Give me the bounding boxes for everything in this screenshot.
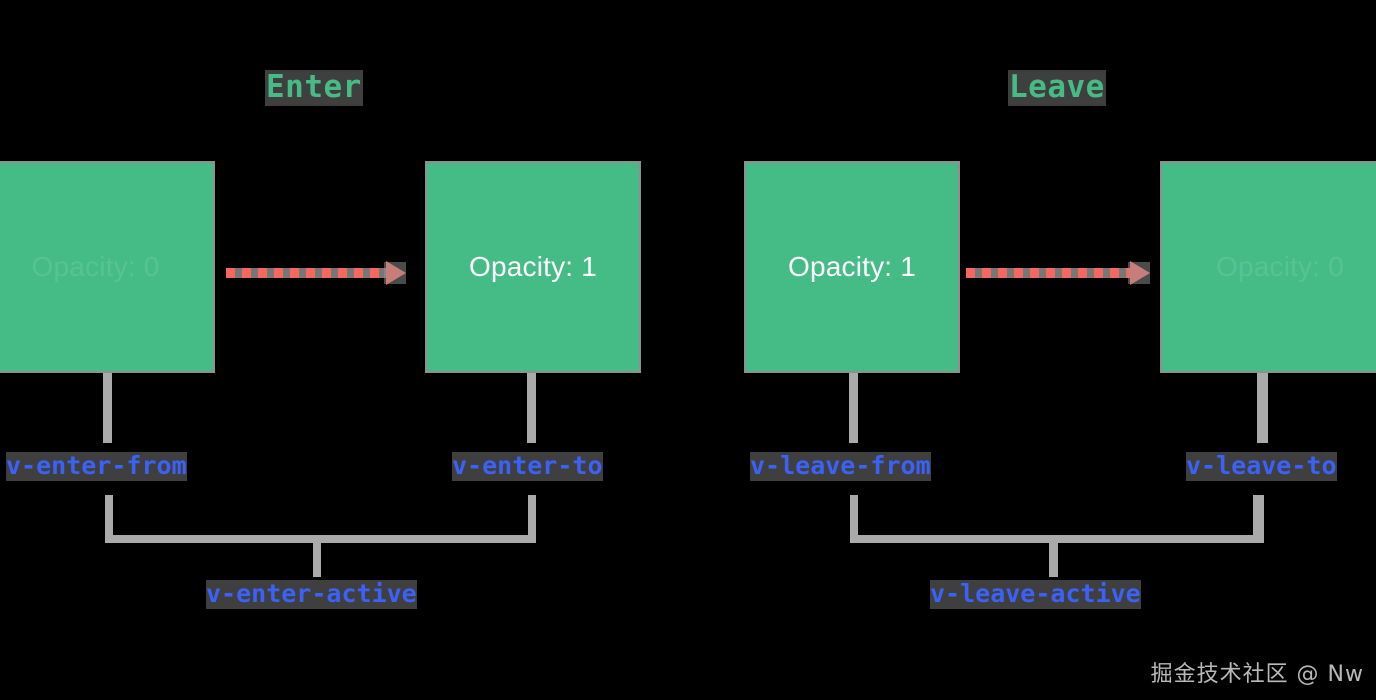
leave-arrow-dashes	[966, 268, 1131, 278]
enter-to-stem	[527, 373, 536, 443]
enter-transition-arrow	[226, 261, 406, 285]
leave-arrow-head-backing	[1128, 262, 1150, 284]
enter-to-state-label: Opacity: 1	[468, 251, 598, 282]
enter-bracket-span	[105, 535, 536, 543]
enter-bracket-left-arm	[105, 495, 113, 541]
phase-title-enter: Enter	[265, 69, 363, 106]
leave-to-state-label: Opacity: 0	[1215, 251, 1345, 282]
class-label-v-enter-from: v-enter-from	[6, 451, 187, 482]
leave-to-stem	[1257, 373, 1268, 443]
leave-from-state-label: Opacity: 1	[787, 251, 917, 282]
leave-bracket-left-arm	[850, 495, 858, 541]
class-label-v-leave-active: v-leave-active	[930, 579, 1141, 610]
enter-bracket-right-arm	[528, 495, 536, 541]
leave-to-box: Opacity: 0	[1160, 161, 1376, 373]
leave-from-stem	[849, 373, 858, 443]
leave-bracket-stem	[1049, 543, 1058, 577]
enter-bracket-stem	[313, 543, 321, 577]
class-label-v-leave-to: v-leave-to	[1186, 451, 1337, 482]
class-label-v-leave-from: v-leave-from	[750, 451, 931, 482]
leave-bracket-right-arm	[1253, 495, 1264, 541]
enter-from-stem	[103, 373, 112, 443]
enter-from-box: Opacity: 0	[0, 161, 215, 373]
enter-arrow-dashes	[226, 268, 387, 278]
leave-from-box: Opacity: 1	[744, 161, 960, 373]
enter-to-box: Opacity: 1	[425, 161, 641, 373]
class-label-v-enter-active: v-enter-active	[206, 579, 417, 610]
phase-title-leave: Leave	[1008, 69, 1106, 106]
class-label-v-enter-to: v-enter-to	[452, 451, 603, 482]
enter-from-state-label: Opacity: 0	[31, 251, 160, 282]
enter-arrow-head-backing	[384, 262, 406, 284]
leave-transition-arrow	[966, 261, 1150, 285]
watermark: 掘金技术社区 @ Nw	[1150, 662, 1364, 687]
leave-bracket-span	[850, 535, 1264, 543]
